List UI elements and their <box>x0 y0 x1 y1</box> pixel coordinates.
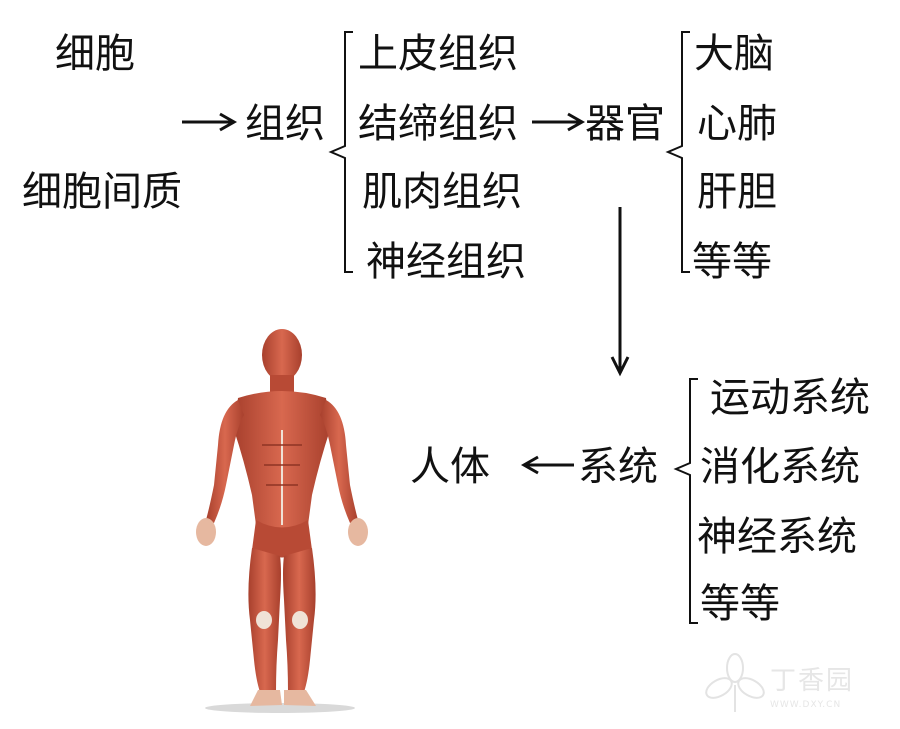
watermark-text: 丁香园 <box>770 666 855 696</box>
system-item-locomotor: 运动系统 <box>710 375 870 421</box>
arrow-down-to-system <box>610 207 630 377</box>
organ-item-brain: 大脑 <box>694 31 774 77</box>
tissue-item-epithelial: 上皮组织 <box>358 31 518 77</box>
tissue-item-muscle: 肌肉组织 <box>362 169 522 215</box>
watermark-flower-icon <box>705 653 765 712</box>
tissue-item-nerve: 神经组织 <box>366 239 526 285</box>
tissue-bracket <box>328 31 353 273</box>
system-item-etc: 等等 <box>700 581 780 627</box>
organ-item-heart-lung: 心肺 <box>697 101 777 147</box>
system-bracket <box>673 378 698 624</box>
system-item-digestive: 消化系统 <box>700 444 860 490</box>
watermark-url: WWW.DXY.CN <box>770 700 842 710</box>
cell-label: 细胞 <box>55 31 135 77</box>
arrow-right-to-tissue <box>182 112 238 132</box>
tissue-item-connective: 结缔组织 <box>358 101 518 147</box>
intercellular-substance-label: 细胞间质 <box>22 169 182 215</box>
organ-item-etc: 等等 <box>692 239 772 285</box>
system-item-nervous: 神经系统 <box>697 514 857 560</box>
arrow-left-to-body <box>520 455 574 475</box>
organ-item-liver-gallbladder: 肝胆 <box>697 169 777 215</box>
human-muscle-figure <box>196 329 368 713</box>
tissue-label: 组织 <box>245 101 325 147</box>
organ-label: 器官 <box>585 101 665 147</box>
human-body-label: 人体 <box>410 444 490 490</box>
organ-bracket <box>665 31 690 273</box>
system-label: 系统 <box>578 444 658 490</box>
arrow-right-to-organ <box>532 112 586 132</box>
